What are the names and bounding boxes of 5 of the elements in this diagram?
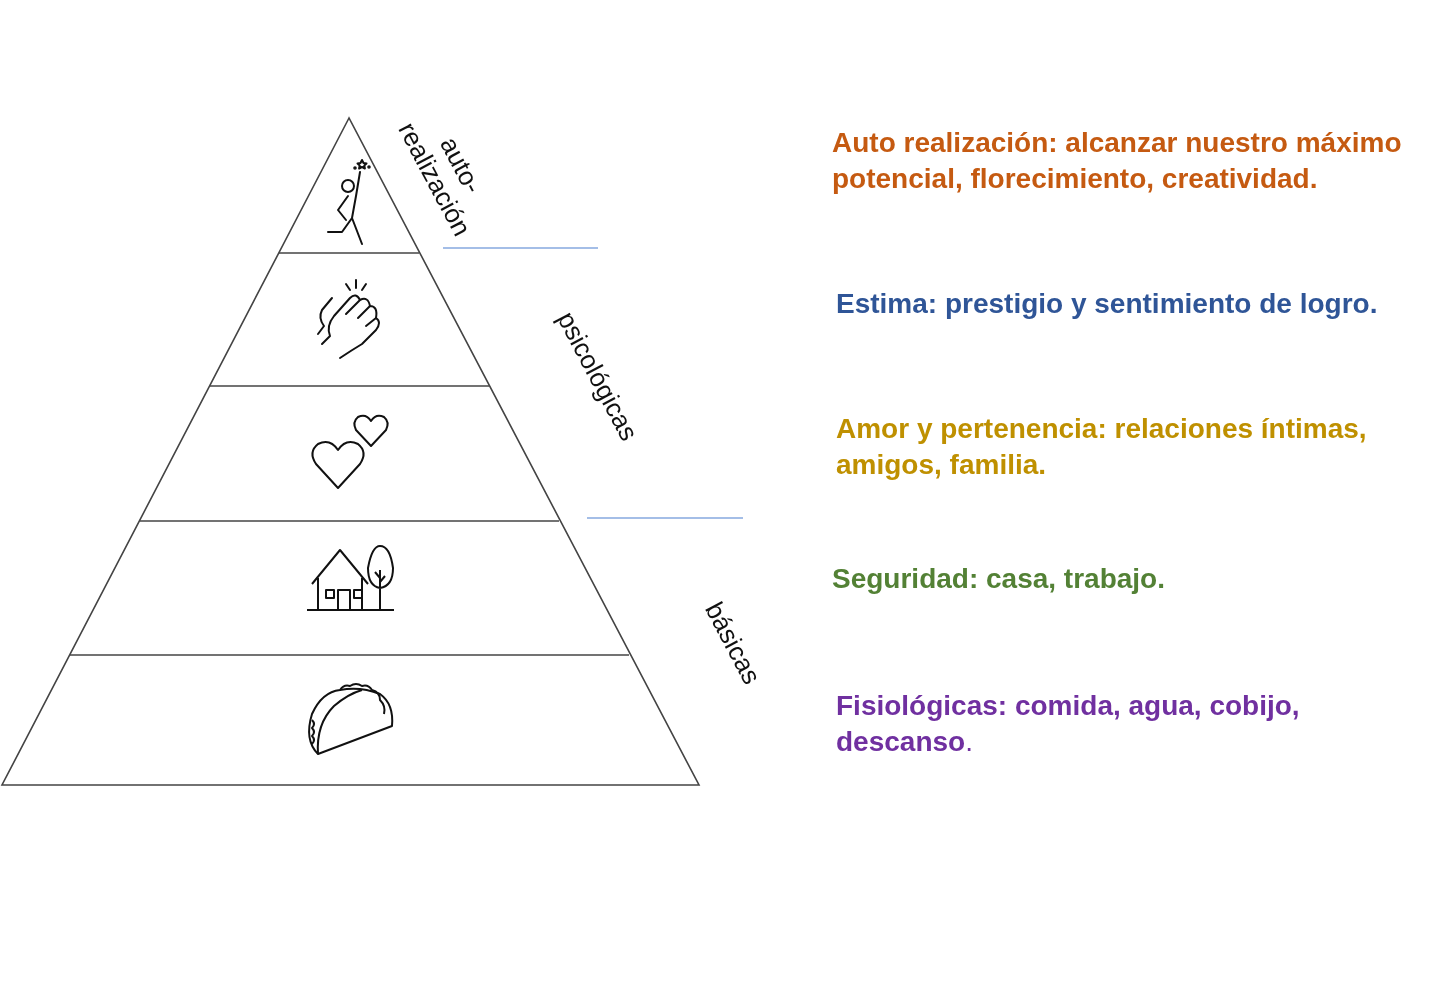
level-description: Amor y pertenencia: relaciones íntimas, amigos, familia. xyxy=(836,412,1368,482)
level-description: Estima: prestigio y sentimiento de logro. xyxy=(836,287,1379,321)
level-description: Auto realización: alcanzar nuestro máximo potencial, florecimiento, creatividad. xyxy=(832,126,1403,196)
level-description: Fisiológicas: comida, agua, cobijo, descanso. xyxy=(836,689,1301,759)
level-description: Seguridad: casa, trabajo. xyxy=(832,562,1166,596)
